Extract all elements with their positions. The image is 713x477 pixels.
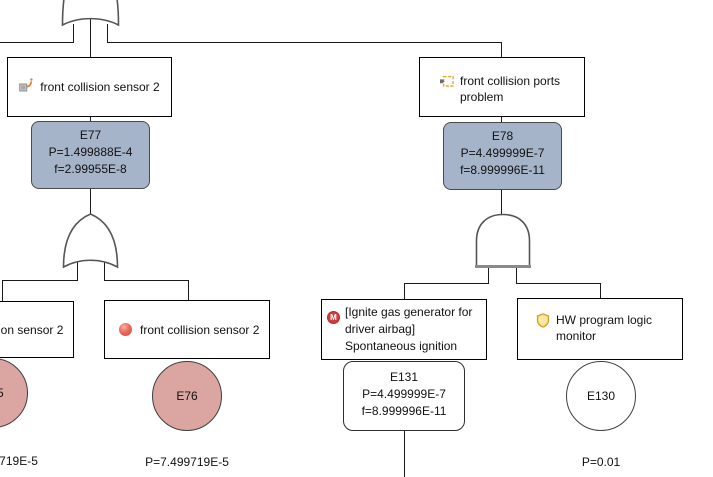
pf-values-e130: P=0.01 f=0.0 [521,437,681,477]
event-box-front-collision-sensor-2-left[interactable]: front collision sensor 2 [0,301,74,358]
shield-icon [536,313,550,359]
circle-id: E75 [0,386,4,400]
event-label: HW program logic monitor [556,313,653,343]
gate-id: E77 [79,128,102,142]
node-e131[interactable]: E131 P=4.499999E-7 f=8.999996E-11 [343,361,465,431]
event-label: front collision sensor 2 [40,80,160,94]
node-frequency: f=8.999996E-11 [361,404,447,418]
ports-icon [440,75,454,116]
event-box-front-collision-ports-problem[interactable]: front collision ports problem [419,57,585,117]
gate-frequency: f=8.999996E-11 [460,163,545,177]
basic-event-circle-e76[interactable]: E76 [152,361,222,431]
gate-id: E78 [491,129,514,143]
event-label: front collision sensor 2 [0,322,64,337]
and-gate-right[interactable] [475,213,531,267]
probability-value: P=7.499719E-5 [145,454,229,469]
doc-link-icon [19,78,33,96]
gate-node-e78[interactable]: E78 P=4.499999E-7 f=8.999996E-11 [443,122,562,190]
event-box-front-collision-sensor-2-basic[interactable]: front collision sensor 2 [104,300,270,359]
gate-probability: P=4.499999E-7 [460,146,545,160]
basic-event-circle-e130[interactable]: E130 [566,361,636,431]
event-label: [Ignite gas generator for driver airbag]… [345,305,473,353]
gate-node-e77[interactable]: E77 P=1.499888E-4 f=2.99955E-8 [31,121,150,189]
or-gate-top[interactable] [61,0,120,27]
node-id: E131 [389,370,419,384]
event-label: front collision sensor 2 [140,322,260,337]
gate-probability: P=1.499888E-4 [48,145,133,159]
pf-values-e75: P=7.499719E-5 f=1.499888E-8 [0,436,76,477]
probability-value: P=7.499719E-5 [0,453,38,468]
or-gate-left[interactable] [62,213,119,269]
event-box-front-collision-sensor-2[interactable]: front collision sensor 2 [7,57,172,117]
m-letter: M [330,312,337,322]
maintenance-m-icon: M [327,311,340,324]
circle-id: E130 [586,389,616,403]
event-label: front collision ports problem [460,74,561,104]
pf-values-e76: P=7.499719E-5 f=1.499888E-8 [107,437,267,477]
gate-frequency: f=2.99955E-8 [54,162,127,176]
event-box-hw-program-logic-monitor[interactable]: HW program logic monitor [517,298,683,360]
red-sphere-icon [119,323,132,336]
probability-value: P=0.01 [581,454,621,469]
node-probability: P=4.499999E-7 [362,387,446,401]
circle-id: E76 [176,389,198,403]
event-box-ignite-gas-generator[interactable]: M [Ignite gas generator for driver airba… [321,299,487,360]
